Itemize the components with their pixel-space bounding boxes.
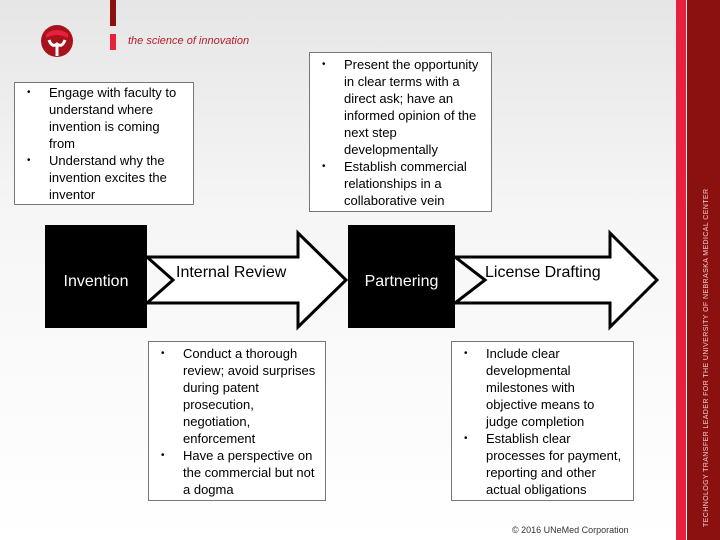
- license-drafting-label: License Drafting: [485, 264, 601, 281]
- note-item: Engage with faculty to understand where …: [27, 84, 189, 152]
- invention-notes: Engage with faculty to understand where …: [14, 82, 194, 205]
- header-divider-bar: [110, 0, 116, 26]
- side-banner: [687, 0, 720, 540]
- tagline: the science of innovation: [128, 35, 250, 47]
- note-item: Establish commercial relationships in a …: [322, 158, 487, 209]
- partnering-notes: Present the opportunity in clear terms w…: [309, 52, 492, 212]
- partnering-step: Partnering: [348, 225, 455, 328]
- license-drafting-notes: Include clear developmental milestones w…: [451, 341, 634, 501]
- note-item: Understand why the invention excites the…: [27, 152, 189, 203]
- internal-review-notes: Conduct a thorough review; avoid surpris…: [148, 341, 326, 501]
- header-divider-accent: [110, 34, 116, 50]
- note-item: Include clear developmental milestones w…: [464, 345, 629, 430]
- note-item: Establish clear processes for payment, r…: [464, 430, 629, 498]
- note-item: Have a perspective on the commercial but…: [161, 447, 321, 498]
- internal-review-label: Internal Review: [176, 264, 287, 281]
- internal-review-arrow: [143, 229, 349, 331]
- invention-step: Invention: [45, 225, 147, 328]
- note-item: Present the opportunity in clear terms w…: [322, 56, 487, 158]
- unemed-logo: [41, 25, 73, 57]
- footer-copyright: © 2016 UNeMed Corporation: [512, 525, 629, 535]
- side-banner-pink: [676, 0, 686, 540]
- note-item: Conduct a thorough review; avoid surpris…: [161, 345, 321, 447]
- license-drafting-arrow: [450, 229, 660, 331]
